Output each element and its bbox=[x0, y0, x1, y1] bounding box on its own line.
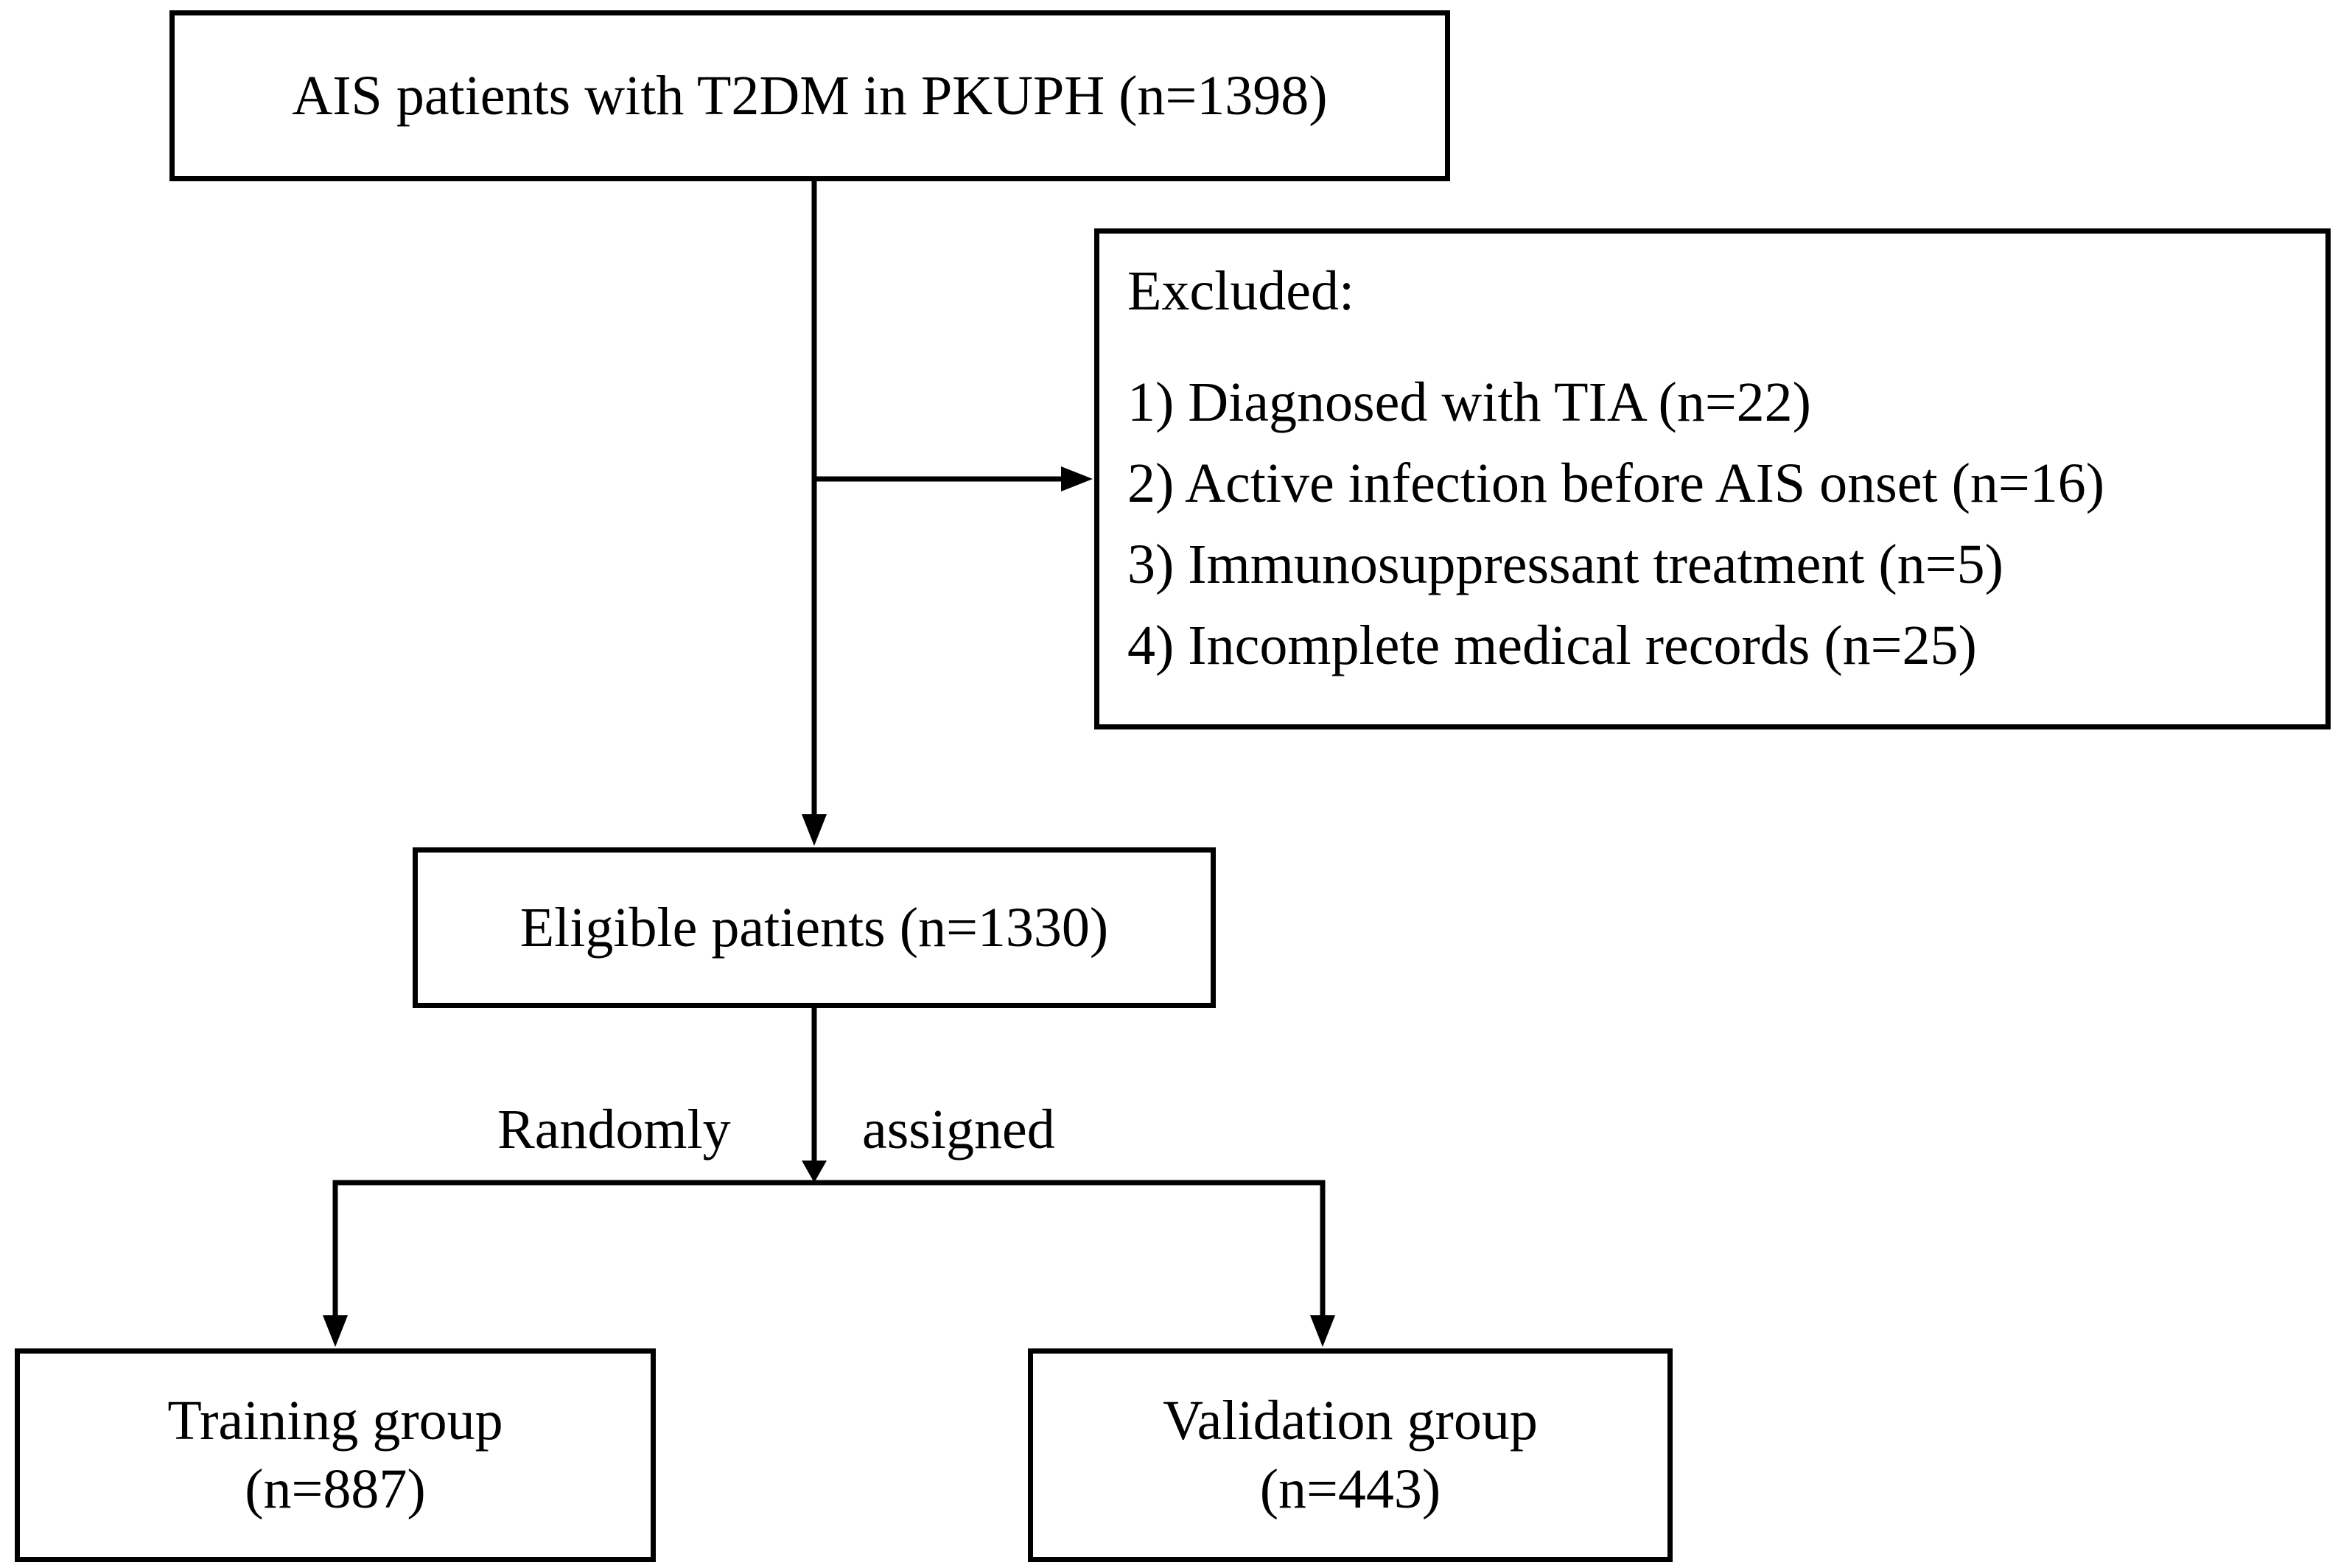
exclusion-list: Excluded: 1) Diagnosed with TIA (n=22) 2… bbox=[1127, 263, 2104, 686]
validation-group-label: Validation group bbox=[1163, 1390, 1538, 1452]
exclusion-item: 4) Incomplete medical records (n=25) bbox=[1127, 615, 1977, 676]
arrow-to-eligible bbox=[802, 814, 827, 846]
exclusion-item: 3) Immunosuppressant treatment (n=5) bbox=[1127, 533, 2003, 595]
source-population-label: AIS patients with T2DM in PKUPH (n=1398) bbox=[292, 64, 1328, 127]
eligible-patients-label: Eligible patients (n=1330) bbox=[519, 896, 1109, 959]
arrow-to-excluded bbox=[1061, 466, 1093, 491]
source-population-box: AIS patients with T2DM in PKUPH (n=1398) bbox=[169, 10, 1450, 181]
arrow-to-split bbox=[802, 1161, 827, 1183]
exclusion-item: 2) Active infection before AIS onset (n=… bbox=[1127, 452, 2105, 514]
randomly-label: Randomly bbox=[497, 1099, 731, 1161]
excluded-box: Excluded: 1) Diagnosed with TIA (n=22) 2… bbox=[1094, 228, 2331, 729]
arrow-to-training bbox=[323, 1315, 348, 1347]
training-group-count: (n=887) bbox=[245, 1458, 426, 1520]
validation-group-box: Validation group (n=443) bbox=[1028, 1348, 1673, 1562]
exclusion-item: 1) Diagnosed with TIA (n=22) bbox=[1127, 371, 1811, 433]
arrow-to-validation bbox=[1310, 1315, 1335, 1347]
eligible-patients-box: Eligible patients (n=1330) bbox=[413, 847, 1216, 1008]
excluded-title: Excluded: bbox=[1127, 260, 1355, 322]
assigned-label: assigned bbox=[862, 1099, 1055, 1161]
training-group-label: Training group bbox=[167, 1390, 503, 1452]
training-group-box: Training group (n=887) bbox=[15, 1348, 656, 1562]
validation-group-count: (n=443) bbox=[1259, 1458, 1441, 1520]
